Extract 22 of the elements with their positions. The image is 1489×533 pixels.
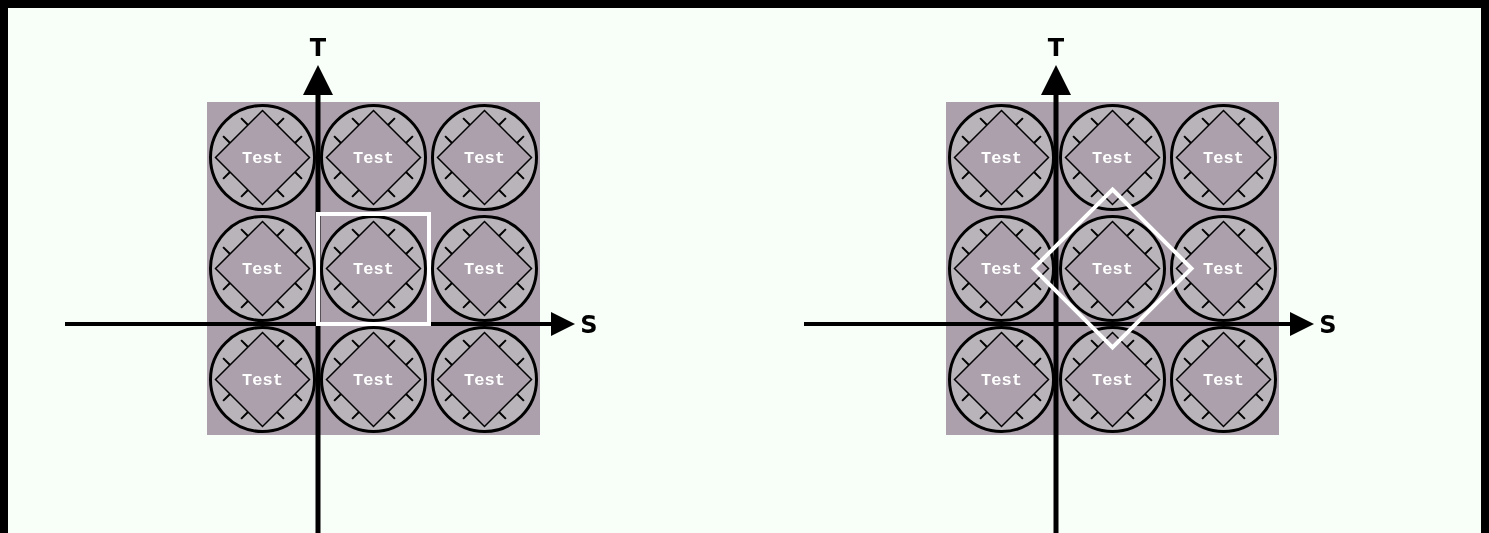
- tile-text: Test: [464, 259, 505, 278]
- tile-text: Test: [981, 370, 1022, 389]
- axis-label: S: [580, 311, 598, 339]
- tile-text: Test: [981, 259, 1022, 278]
- tile-text: Test: [464, 370, 505, 389]
- tile-text: Test: [464, 148, 505, 167]
- tile-text: Test: [1203, 370, 1244, 389]
- tile-text: Test: [981, 148, 1022, 167]
- tile-text: Test: [1203, 259, 1244, 278]
- tile-text: Test: [242, 148, 283, 167]
- tile-text: Test: [1092, 370, 1133, 389]
- tile-text: Test: [242, 370, 283, 389]
- tile-text: Test: [353, 370, 394, 389]
- tile-text: Test: [353, 148, 394, 167]
- tile-text: Test: [1092, 148, 1133, 167]
- tile-text: Test: [242, 259, 283, 278]
- tile-text: Test: [1092, 259, 1133, 278]
- axis-label: T: [1047, 34, 1065, 62]
- tile-text: Test: [1203, 148, 1244, 167]
- axis-label: S: [1319, 311, 1337, 339]
- axis-label: T: [309, 34, 327, 62]
- tile-text: Test: [353, 259, 394, 278]
